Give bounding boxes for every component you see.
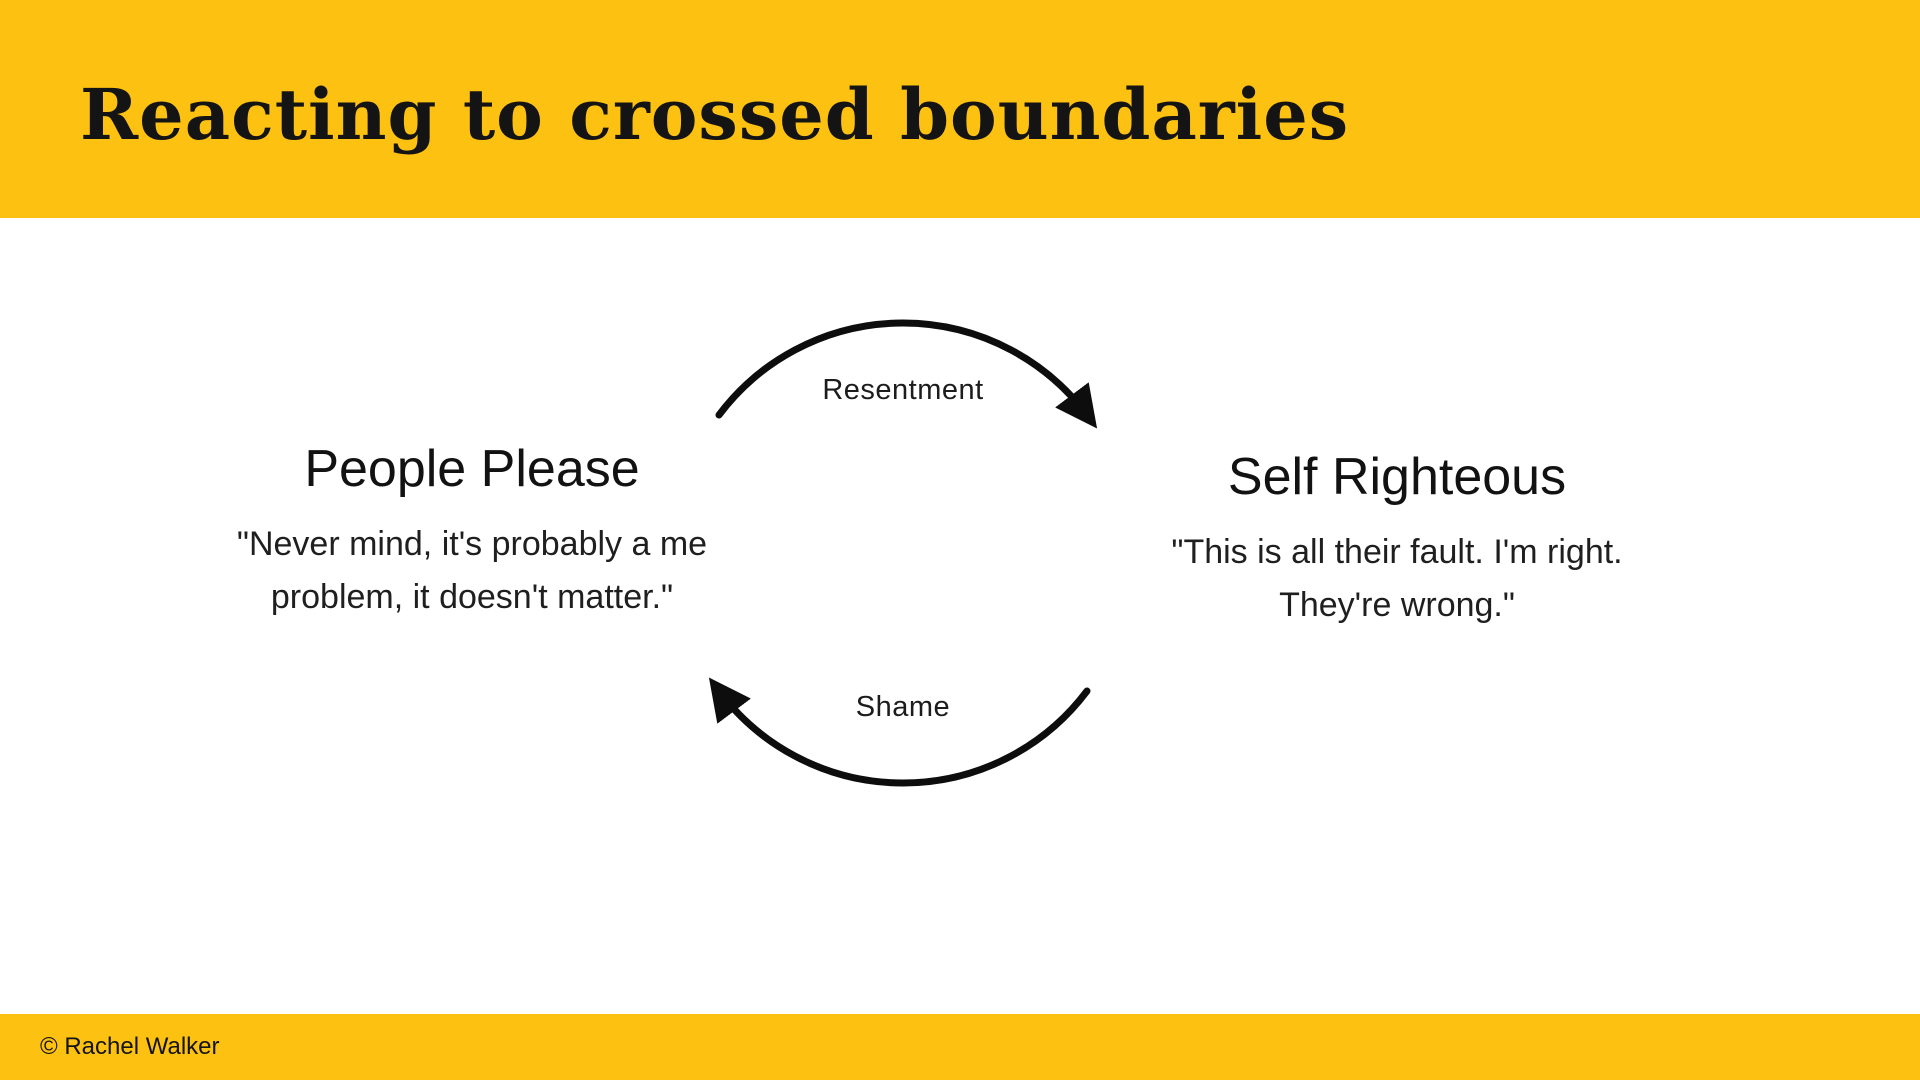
- people-please-node: People Please "Never mind, it's probably…: [152, 438, 792, 624]
- people-please-quote: "Never mind, it's probably a me problem,…: [236, 525, 708, 617]
- self-righteous-quote: "This is all their fault. I'm right. The…: [1171, 533, 1623, 625]
- credit-text: © Rachel Walker: [40, 1033, 220, 1060]
- self-righteous-node: Self Righteous "This is all their fault.…: [1077, 446, 1717, 632]
- shame-label: Shame: [855, 691, 951, 723]
- people-please-title: People Please: [304, 440, 640, 498]
- self-righteous-title: Self Righteous: [1227, 448, 1567, 506]
- header-band: Reacting to crossed boundaries: [0, 0, 1920, 218]
- footer-band: © Rachel Walker: [0, 1014, 1920, 1080]
- page-title: Reacting to crossed boundaries: [80, 72, 1350, 156]
- resentment-label: Resentment: [822, 374, 984, 406]
